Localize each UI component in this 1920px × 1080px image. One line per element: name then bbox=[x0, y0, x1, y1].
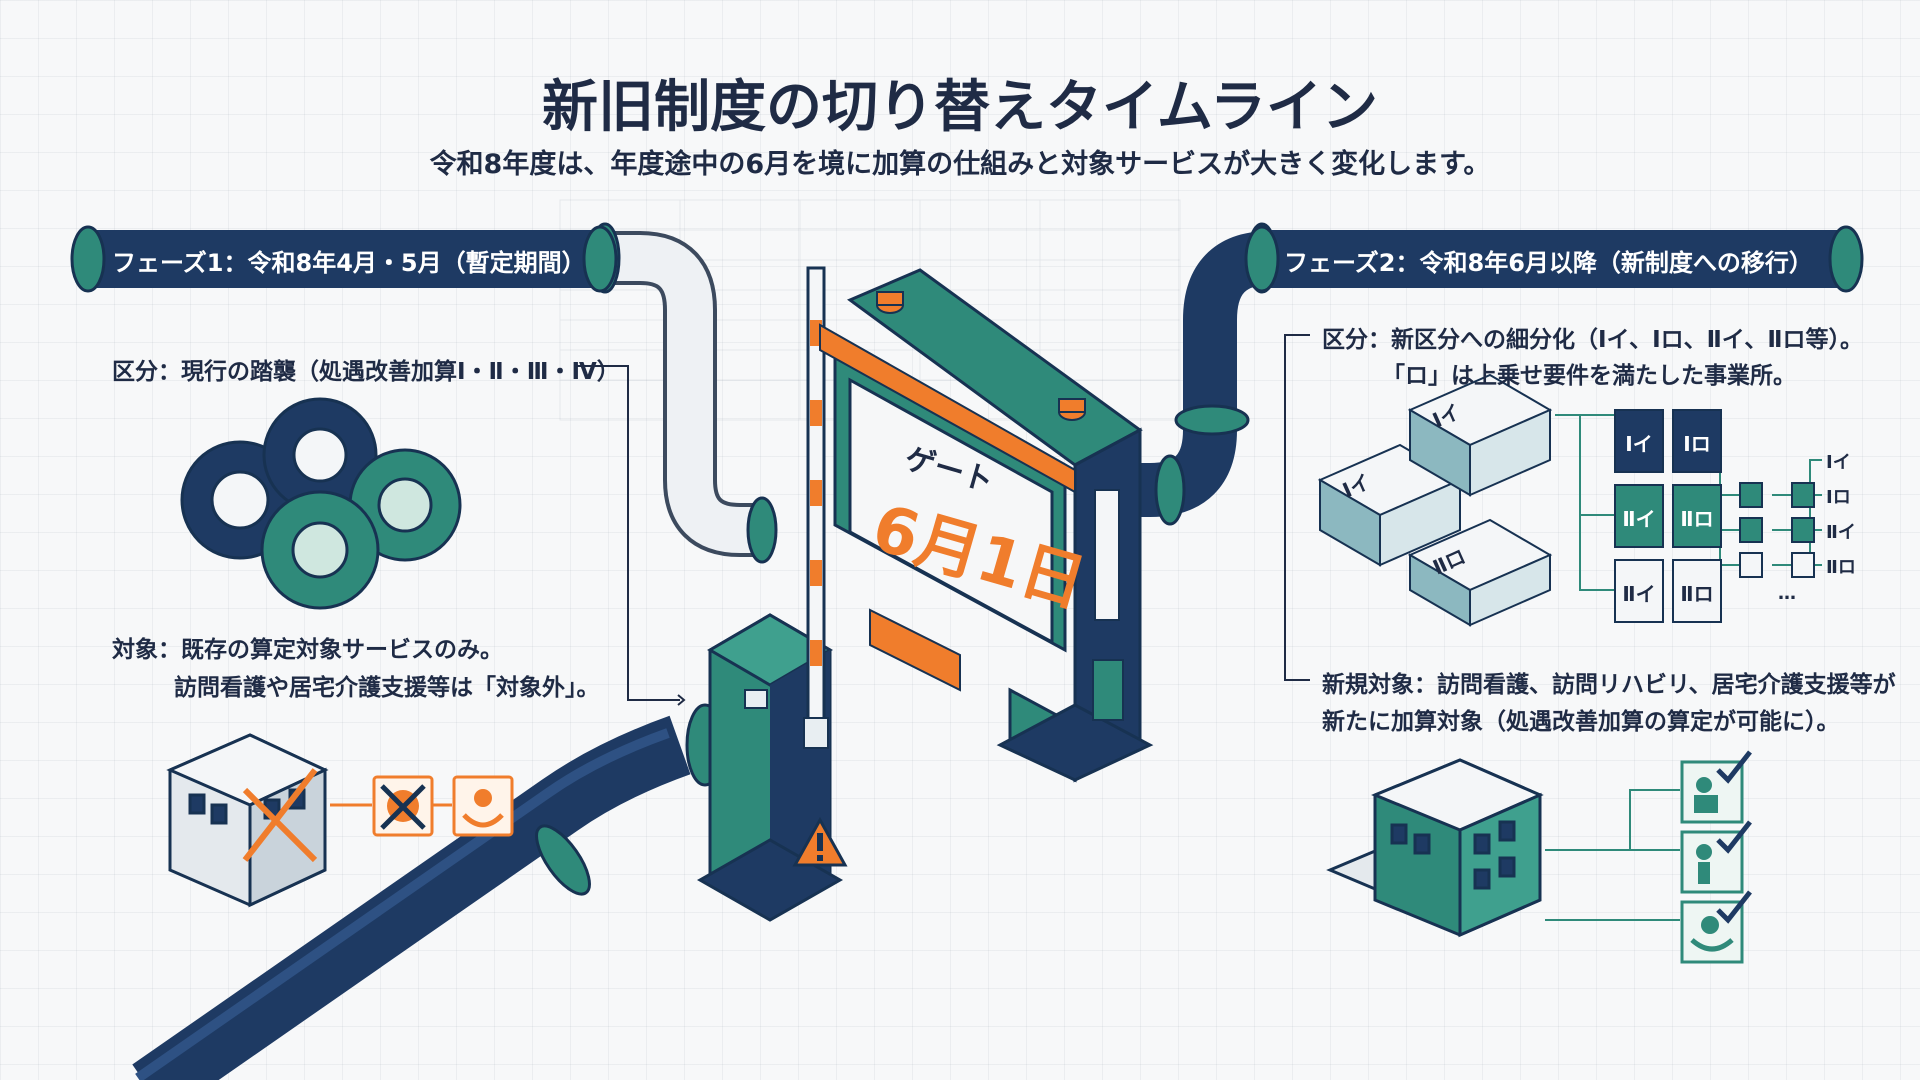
tree-label: Ⅱロ bbox=[1826, 557, 1856, 578]
tree-label: Ⅰロ bbox=[1826, 487, 1851, 508]
check-connectors bbox=[1545, 789, 1680, 921]
category-box-label: Ⅱロ bbox=[1680, 582, 1714, 606]
phase2-label: フェーズ2：令和8年6月以降（新制度への移行） bbox=[1284, 249, 1813, 277]
tree-label: Ⅰイ bbox=[1826, 452, 1851, 473]
legacy-pipe bbox=[589, 222, 778, 564]
category-box-label: Ⅱイ bbox=[1622, 507, 1656, 531]
phase2-target-line2: 新たに加算対象（処遇改善加算の算定が可能に）。 bbox=[1322, 709, 1840, 735]
care-hands-icon bbox=[452, 775, 514, 837]
phase1-category: 区分：現行の踏襲（処遇改善加算Ⅰ・Ⅱ・Ⅲ・Ⅳ） bbox=[112, 359, 620, 385]
phase2-category-line2: 「ロ」は上乗せ要件を満たした事業所。 bbox=[1382, 363, 1796, 389]
category-box-label: Ⅰイ bbox=[1625, 432, 1653, 456]
category-box-label: Ⅰロ bbox=[1683, 432, 1711, 456]
nurse-check-icon bbox=[1680, 750, 1752, 824]
document-stacks bbox=[1317, 373, 1553, 627]
page-title: 新旧制度の切り替えタイムライン bbox=[541, 75, 1379, 140]
gate-post bbox=[696, 613, 844, 922]
rehab-check-icon bbox=[1680, 820, 1752, 894]
phase2-target-line1: 新規対象：訪問看護、訪問リハビリ、居宅介護支援等が bbox=[1322, 672, 1896, 698]
barrier-pole bbox=[803, 266, 829, 749]
tree-more: … bbox=[1778, 583, 1796, 604]
phase1-target-line1: 対象：既存の算定対象サービスのみ。 bbox=[112, 637, 503, 663]
category-box-label: Ⅱロ bbox=[1680, 507, 1714, 531]
phase1-target-line2: 訪問看護や居宅介護支援等は「対象外」。 bbox=[174, 675, 600, 701]
phase1-label: フェーズ1：令和8年4月・5月（暫定期間） bbox=[112, 249, 586, 277]
tree-nodes bbox=[1739, 482, 1815, 578]
category-box-label: Ⅱイ bbox=[1622, 582, 1656, 606]
warning-icon bbox=[792, 816, 848, 867]
crossed-building-icon bbox=[166, 733, 329, 908]
teal-building-icon bbox=[1326, 758, 1544, 938]
tree-label: Ⅱイ bbox=[1826, 522, 1856, 543]
gears-icon bbox=[180, 397, 462, 610]
crossed-service-icon bbox=[372, 775, 434, 837]
phase2-category-line1: 区分：新区分への細分化（Ⅰイ、Ⅰロ、Ⅱイ、Ⅱロ等）。 bbox=[1322, 327, 1863, 353]
care-check-icon bbox=[1680, 890, 1752, 964]
page-subtitle: 令和8年度は、年度途中の6月を境に加算の仕組みと対象サービスが大きく変化します。 bbox=[429, 149, 1491, 180]
gate-frame bbox=[819, 268, 1154, 783]
phase2-bar bbox=[1244, 225, 1864, 293]
connector-lines bbox=[575, 334, 1310, 706]
phase1-bar bbox=[70, 225, 618, 293]
category-boxes bbox=[1614, 409, 1722, 623]
